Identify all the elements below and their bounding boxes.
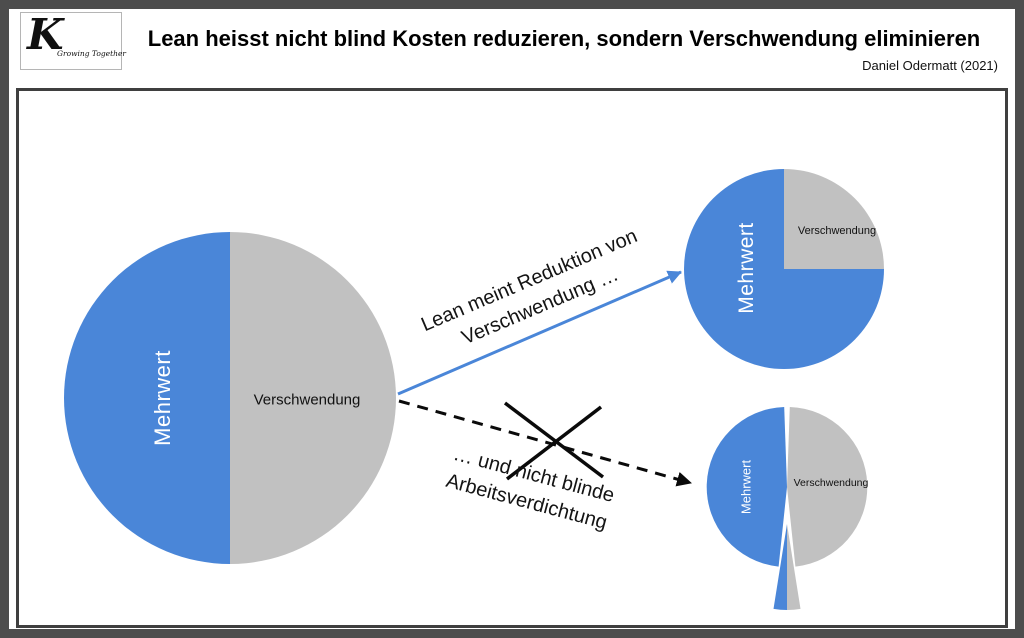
pie-lean-mehrwert-label: Mehrwert <box>735 222 758 314</box>
diagram-canvas: Mehrwert Verschwendung Mehrwert Verschwe… <box>16 88 1008 628</box>
pie-current-state <box>64 232 396 564</box>
logo-letter: K <box>27 10 64 59</box>
pie-lean-verschwendung-label: Verschwendung <box>797 225 877 237</box>
pie-lean-result <box>684 169 884 369</box>
lean-arrow-label: Lean meint Reduktion von Verschwendung … <box>417 223 652 365</box>
logo: K Growing Together <box>20 10 126 70</box>
verdichtung-exploded-wedge-gray <box>787 524 801 610</box>
pie-verdichtung-verschwendung-label: Verschwendung <box>793 477 869 489</box>
pie-current-verschwendung-label: Verschwendung <box>253 391 361 409</box>
pie-verdichtung-result <box>706 407 868 610</box>
verdichtung-arrow-label: … und nicht blinde Arbeitsverdichtung <box>443 441 617 537</box>
verdichtung-exploded-wedge-blue <box>773 524 787 610</box>
logo-tagline: Growing Together <box>57 49 126 58</box>
attribution: Daniel Odermatt (2021) <box>862 58 998 73</box>
pie-current-mehrwert-label: Mehrwert <box>150 350 175 446</box>
verdichtung-mehrwert-slice <box>706 407 787 567</box>
pie-verdichtung-mehrwert-label: Mehrwert <box>738 459 754 515</box>
page-title: Lean heisst nicht blind Kosten reduziere… <box>147 26 981 51</box>
verdichtung-verschwendung-slice <box>787 407 868 567</box>
